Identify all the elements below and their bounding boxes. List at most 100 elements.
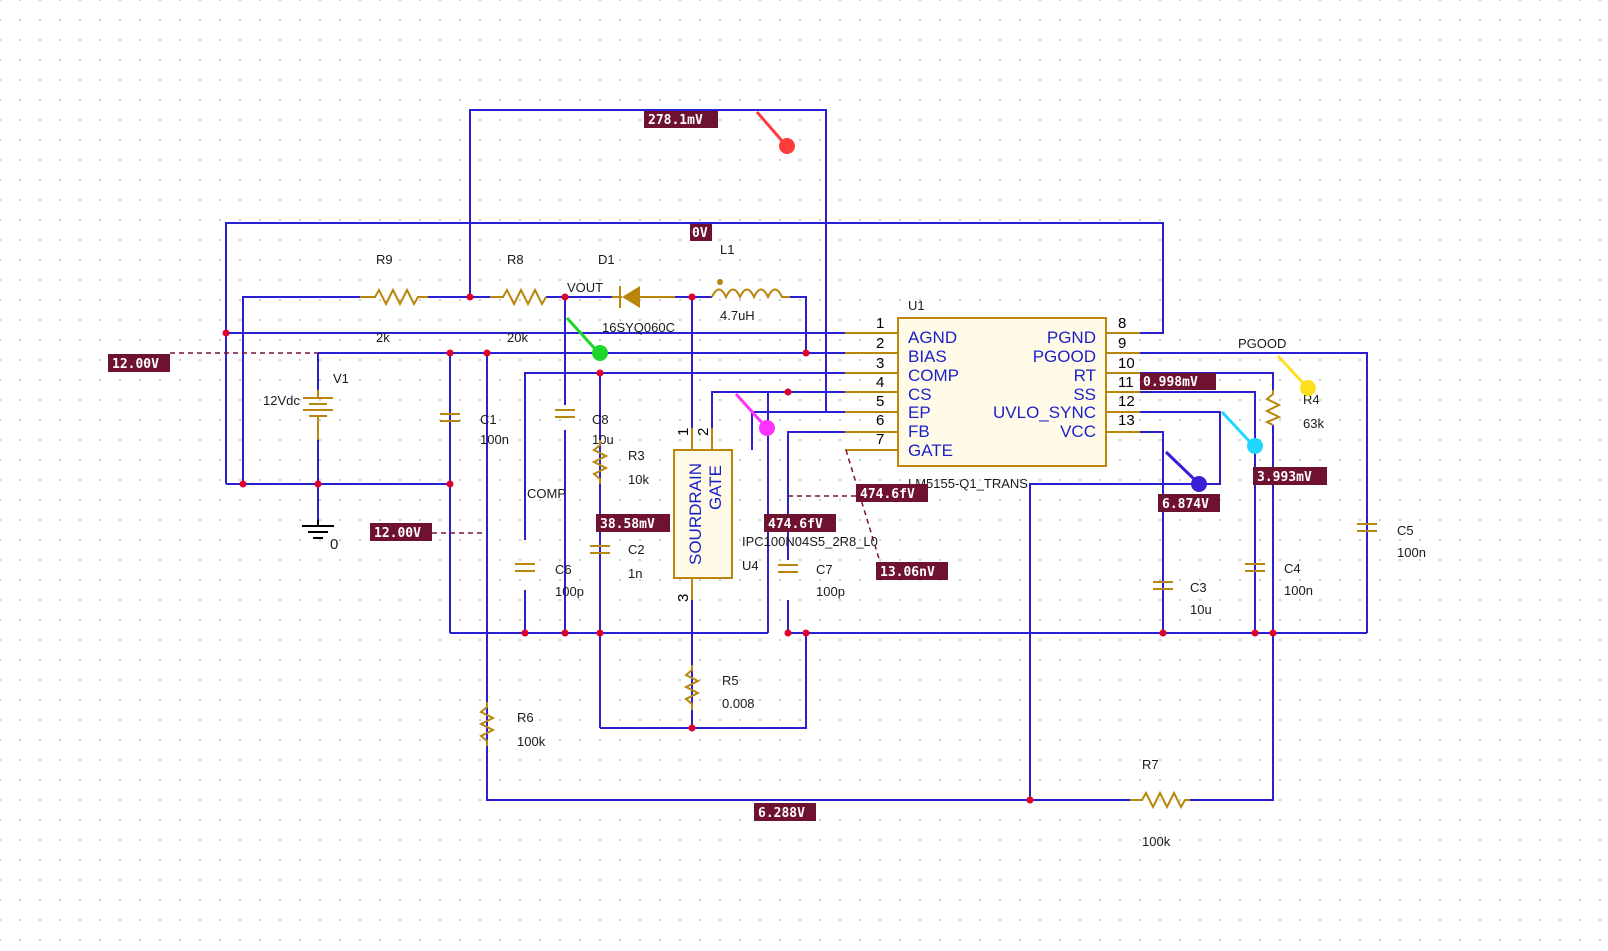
r6-value: 100k bbox=[517, 734, 546, 749]
junction-dot bbox=[222, 329, 230, 337]
c8-value: 10u bbox=[592, 432, 614, 447]
svg-text:12.00V: 12.00V bbox=[112, 357, 159, 372]
svg-text:0.998mV: 0.998mV bbox=[1143, 375, 1198, 390]
r3-value: 10k bbox=[628, 472, 649, 487]
wire-r9-left bbox=[242, 296, 360, 484]
voltage-source-v1[interactable] bbox=[303, 390, 333, 440]
capacitor-c4[interactable] bbox=[1245, 563, 1265, 572]
r7-ref: R7 bbox=[1142, 757, 1159, 772]
resistor-r7[interactable] bbox=[1130, 790, 1190, 810]
c7-value: 100p bbox=[816, 584, 845, 599]
c6-ref: C6 bbox=[555, 562, 572, 577]
voltage-label-cs: 474.6fV bbox=[764, 514, 836, 532]
u1-pin-name: FB bbox=[908, 422, 930, 441]
capacitor-c5[interactable] bbox=[1357, 523, 1377, 532]
r8-ref: R8 bbox=[507, 252, 524, 267]
voltage-label-pgood: 6.288V bbox=[754, 803, 816, 821]
capacitor-c1[interactable] bbox=[440, 413, 460, 422]
capacitor-c2[interactable] bbox=[590, 545, 610, 554]
resistor-r9[interactable] bbox=[360, 287, 428, 307]
svg-text:6.288V: 6.288V bbox=[758, 806, 805, 821]
junction-dot bbox=[784, 629, 792, 637]
u1-pin-num: 1 bbox=[876, 315, 884, 332]
u1-pin-num: 11 bbox=[1118, 374, 1134, 391]
r3-ref: R3 bbox=[628, 448, 645, 463]
c5-value: 100n bbox=[1397, 545, 1426, 560]
u1-pin-name: UVLO_SYNC bbox=[993, 403, 1096, 422]
l1-ref: L1 bbox=[720, 242, 734, 257]
u1-pin-name: BIAS bbox=[908, 347, 947, 366]
svg-text:38.58mV: 38.58mV bbox=[600, 517, 655, 532]
diode-d1[interactable] bbox=[612, 286, 675, 308]
c6-value: 100p bbox=[555, 584, 584, 599]
resistor-r4[interactable] bbox=[1264, 390, 1282, 426]
ic-u1[interactable] bbox=[845, 317, 1140, 467]
wire-uvlo-bottom bbox=[1029, 411, 1221, 800]
junction-dot bbox=[596, 369, 604, 377]
svg-text:12.00V: 12.00V bbox=[374, 526, 421, 541]
junction-dot bbox=[446, 349, 454, 357]
junction-dot bbox=[596, 629, 604, 637]
probe-markers bbox=[565, 111, 1316, 492]
junction-dots bbox=[222, 293, 1277, 804]
u1-pin-name: EP bbox=[908, 403, 931, 422]
c3-ref: C3 bbox=[1190, 580, 1207, 595]
capacitor-c6[interactable] bbox=[515, 563, 535, 572]
capacitor-c3[interactable] bbox=[1153, 581, 1173, 590]
junction-dot bbox=[561, 629, 569, 637]
u1-pin-num: 7 bbox=[876, 431, 884, 448]
c4-value: 100n bbox=[1284, 583, 1313, 598]
junction-dot bbox=[1269, 629, 1277, 637]
probe-green-icon bbox=[565, 316, 608, 361]
junction-dot bbox=[1159, 629, 1167, 637]
resistor-r5[interactable] bbox=[683, 665, 701, 710]
u1-right-pins: 8 PGND 9 PGOOD 10 RT 11 SS 12 UVLO_SYNC … bbox=[993, 315, 1135, 441]
mosfet-u4[interactable] bbox=[673, 428, 733, 600]
capacitor-c8[interactable] bbox=[555, 409, 575, 418]
inductor-l1[interactable] bbox=[711, 279, 790, 300]
u1-pin-name: COMP bbox=[908, 366, 959, 385]
resistor-r8[interactable] bbox=[490, 287, 547, 307]
wire-vcc bbox=[1107, 431, 1164, 633]
v1-value: 12Vdc bbox=[263, 393, 300, 408]
u4-part: IPC100N04S5_2R8_L0 bbox=[742, 534, 878, 549]
u4-pin2: 2 bbox=[695, 428, 712, 436]
capacitor-c7[interactable] bbox=[778, 564, 798, 573]
u1-pin-num: 2 bbox=[876, 335, 884, 352]
wire-r5-loop bbox=[600, 633, 807, 729]
resistor-r3[interactable] bbox=[591, 440, 609, 484]
voltage-label-uvlo: 6.874V bbox=[1158, 494, 1220, 512]
u1-pin-name: CS bbox=[908, 385, 932, 404]
c1-value: 100n bbox=[480, 432, 509, 447]
junction-dot bbox=[466, 293, 474, 301]
svg-text:13.06nV: 13.06nV bbox=[880, 565, 935, 580]
junction-dot bbox=[483, 349, 491, 357]
svg-text:474.6fV: 474.6fV bbox=[768, 517, 823, 532]
resistor-r6[interactable] bbox=[478, 702, 496, 746]
u1-pin-num: 5 bbox=[876, 393, 884, 410]
u1-pin-num: 3 bbox=[876, 355, 884, 372]
u1-pin-num: 13 bbox=[1118, 412, 1135, 429]
svg-text:278.1mV: 278.1mV bbox=[648, 113, 703, 128]
junction-dot bbox=[239, 480, 247, 488]
voltage-label-zero: 0V bbox=[690, 224, 712, 241]
wires bbox=[225, 109, 1368, 801]
u1-pin-name: VCC bbox=[1060, 422, 1096, 441]
d1-ref: D1 bbox=[598, 252, 615, 267]
r9-ref: R9 bbox=[376, 252, 393, 267]
junction-dot bbox=[688, 724, 696, 732]
r6-ref: R6 bbox=[517, 710, 534, 725]
voltage-label-comp: 38.58mV bbox=[596, 514, 670, 532]
u1-left-pins: 1 AGND 2 BIAS 3 COMP 4 CS 5 EP 6 FB 7 GA… bbox=[876, 315, 959, 460]
pgood-net-label: PGOOD bbox=[1238, 336, 1286, 351]
wire-cs-2 bbox=[711, 391, 768, 428]
voltage-label-12v-left: 12.00V bbox=[108, 354, 170, 372]
u1-ref: U1 bbox=[908, 298, 925, 313]
ground-symbol bbox=[302, 520, 334, 539]
r9-value: 2k bbox=[376, 330, 390, 345]
u4-gate-label: GATE bbox=[706, 465, 725, 510]
c2-value: 1n bbox=[628, 566, 642, 581]
voltage-label-top: 278.1mV bbox=[644, 111, 718, 128]
r7-value: 100k bbox=[1142, 834, 1171, 849]
